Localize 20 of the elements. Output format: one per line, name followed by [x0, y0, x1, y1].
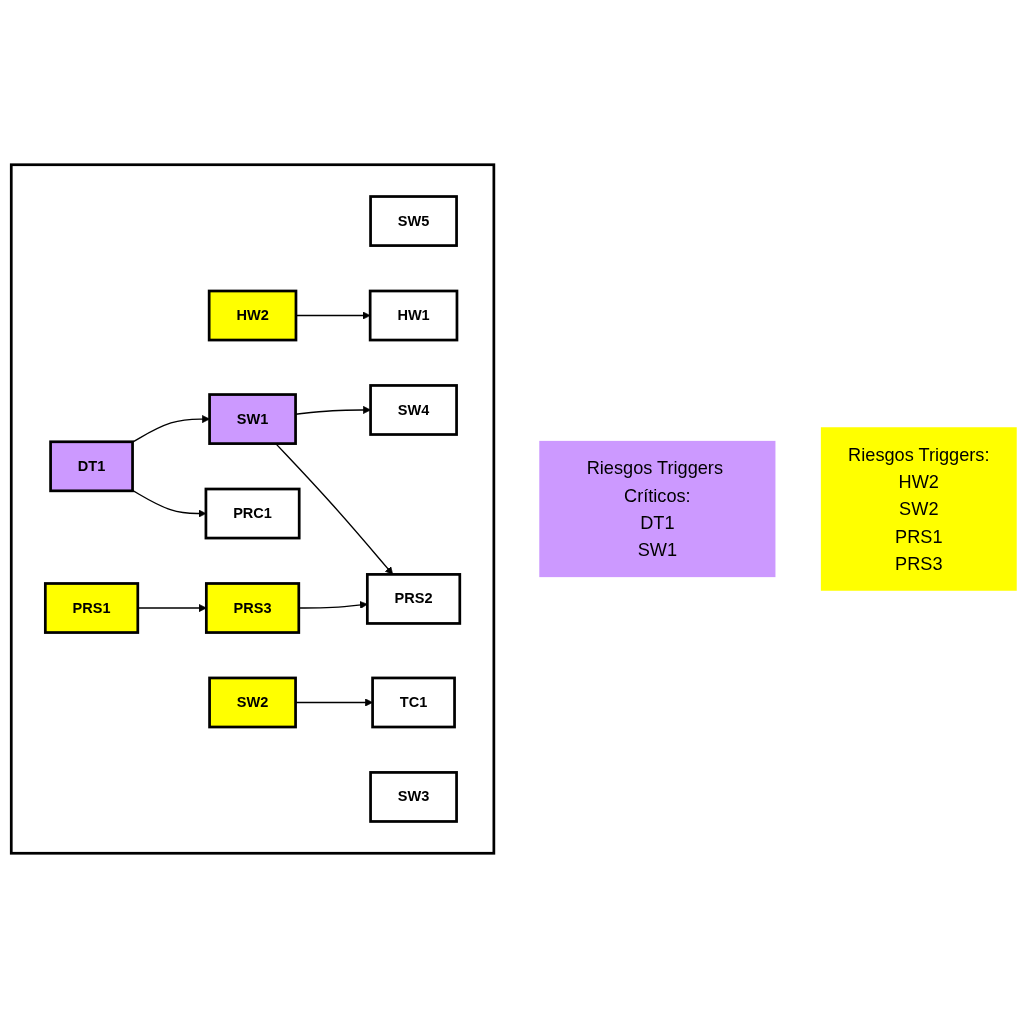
node-box: HW2 [207, 289, 298, 341]
node-box: Riesgos Triggers Críticos: DT1 SW1 [539, 440, 776, 577]
arrow [295, 311, 371, 319]
arrow [137, 603, 207, 612]
node-box: SW1 [208, 392, 297, 445]
node-box: PRS3 [204, 581, 301, 634]
node-box: PRS2 [365, 572, 462, 625]
cluster [9, 162, 496, 855]
node-box: SW2 [208, 676, 297, 728]
node-box: TC1 [371, 676, 456, 728]
node-box: Riesgos Triggers: HW2 SW2 PRS1 PRS3 [820, 426, 1017, 591]
arrow [131, 414, 210, 443]
node-box: DT1 [49, 439, 134, 492]
node-box: SW4 [369, 383, 458, 436]
node-box: SW5 [369, 194, 458, 247]
node-box: PRC1 [204, 487, 301, 539]
arrow [298, 600, 368, 609]
node-box: PRS1 [43, 581, 140, 634]
node-box: HW1 [368, 289, 459, 341]
node-box: SW3 [369, 770, 458, 823]
